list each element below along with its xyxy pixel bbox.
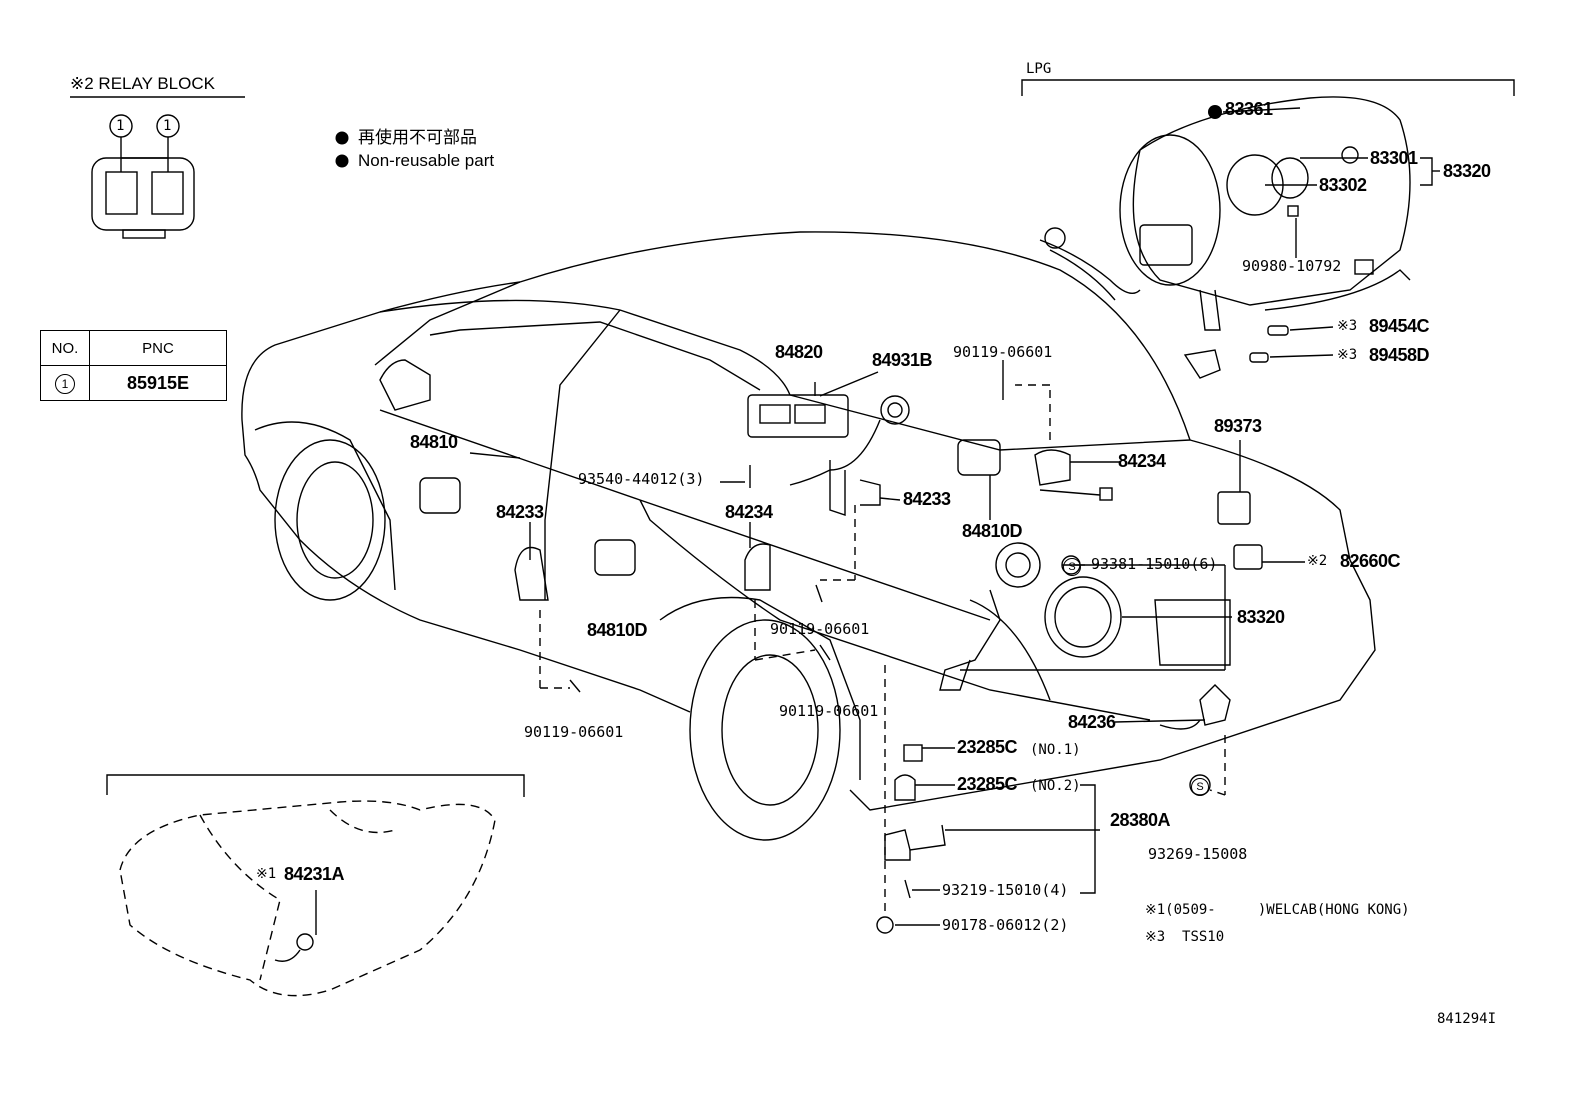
part-89458d-mark: ※3 [1337,347,1358,363]
part-23285c-no1[interactable]: 23285C [957,737,1018,757]
part-93381-15010[interactable]: 93381-15010(6) [1091,555,1218,573]
part-84233-center[interactable]: 84233 [903,489,951,509]
part-89454c-mark: ※3 [1337,318,1358,334]
seat-drawing [106,774,525,997]
part-23285c-no1-sub: (NO.1) [1030,742,1081,758]
lpg-title: LPG [1026,61,1052,77]
pnc-table: NO. PNC 1 85915E [40,330,227,401]
pnc-row-pnc: 85915E [89,365,227,401]
part-90980-10792[interactable]: 90980-10792 [1242,257,1342,275]
part-83320-lpg[interactable]: 83320 [1443,161,1491,181]
part-23285c-no2[interactable]: 23285C [957,774,1018,794]
part-90119-06601-d[interactable]: 90119-06601 [524,723,624,741]
part-84231a[interactable]: 84231A [284,864,345,884]
relay-block-title: ※2 RELAY BLOCK [70,74,215,93]
part-84231a-mark: ※1 [256,866,277,882]
part-89458d[interactable]: 89458D [1369,345,1430,365]
part-84236[interactable]: 84236 [1068,712,1116,732]
part-93540-44012[interactable]: 93540-44012(3) [578,470,705,488]
legend-dot-en [335,154,349,168]
figure-id: 841294I [1437,1011,1497,1027]
part-84810[interactable]: 84810 [410,432,458,452]
legend-dot-jp [335,131,349,145]
lpg-tank-drawing [1039,96,1411,379]
car-body-outline [241,231,1376,841]
part-83302[interactable]: 83302 [1319,175,1367,195]
part-83301[interactable]: 83301 [1370,148,1418,168]
part-93219-15010[interactable]: 93219-15010(4) [942,881,1069,899]
hardware-shapes [419,380,1263,934]
part-89454c[interactable]: 89454C [1369,316,1430,336]
screw-mark-93381: S [1063,557,1081,576]
relay-terminal-1: 1 [116,118,125,134]
part-82660c[interactable]: 82660C [1340,551,1401,571]
part-82660c-mark: ※2 [1307,553,1328,569]
leader-lines [469,107,1440,926]
part-90119-06601-c[interactable]: 90119-06601 [779,702,879,720]
part-84810d-right[interactable]: 84810D [962,521,1023,541]
part-93269-15008[interactable]: 93269-15008 [1148,845,1248,863]
part-90178-06012[interactable]: 90178-06012(2) [942,916,1069,934]
relay-terminal-2: 1 [163,118,172,134]
lpg-sensors [1249,325,1289,363]
part-28380a[interactable]: 28380A [1110,810,1171,830]
dashed-reference-lines [539,384,1226,915]
part-84810d-left[interactable]: 84810D [587,620,648,640]
part-83361[interactable]: 83361 [1225,99,1273,119]
part-84234-right[interactable]: 84234 [1118,451,1166,471]
non-reusable-dot [1208,105,1222,119]
pnc-header-no: NO. [40,330,90,366]
pnc-header-pnc: PNC [89,330,227,366]
legend-jp: 再使用不可部品 [358,128,477,147]
part-89373[interactable]: 89373 [1214,416,1262,436]
note-3: ※3 TSS10 [1145,929,1225,945]
part-23285c-no2-sub: (NO.2) [1030,778,1081,794]
part-84234-center[interactable]: 84234 [725,502,773,522]
screw-mark-93269: S [1191,777,1209,796]
part-90119-06601-b[interactable]: 90119-06601 [770,620,870,638]
lpg-bracket [1021,79,1515,96]
relay-block-drawing [70,96,245,239]
legend-en: Non-reusable part [358,151,495,170]
part-84820[interactable]: 84820 [775,342,823,362]
part-84233-left[interactable]: 84233 [496,502,544,522]
part-84931b[interactable]: 84931B [872,350,933,370]
note-1: ※1(0509- )WELCAB(HONG KONG) [1145,902,1410,918]
part-83320-lid[interactable]: 83320 [1237,607,1285,627]
pnc-row-no: 1 [55,374,75,394]
part-90119-06601-a[interactable]: 90119-06601 [953,343,1053,361]
